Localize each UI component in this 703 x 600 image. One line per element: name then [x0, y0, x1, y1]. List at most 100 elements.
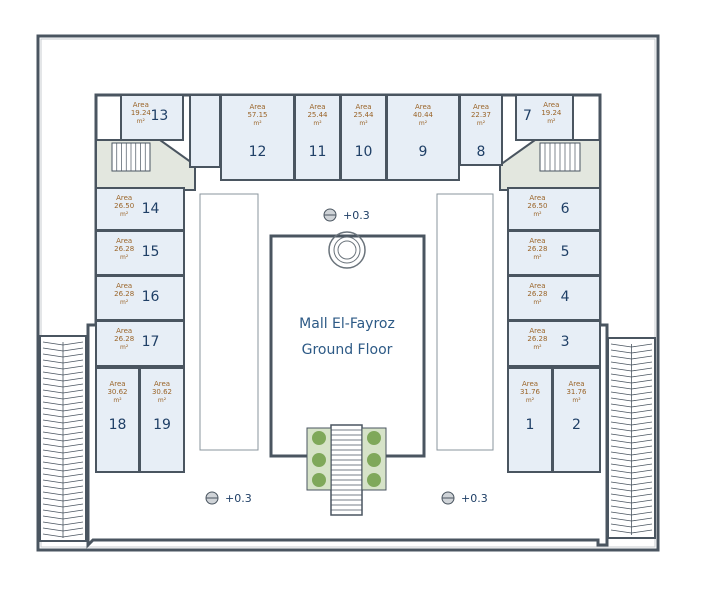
svg-text:+0.3: +0.3 — [461, 492, 488, 505]
unit-outline — [340, 94, 387, 181]
area-value: 26.50 — [114, 202, 134, 210]
unit-outline — [220, 94, 295, 181]
area-label: Area — [109, 380, 125, 388]
area-unit: m² — [359, 120, 368, 127]
unit-outline — [386, 94, 460, 181]
unit-number: 15 — [142, 244, 160, 260]
area-value: 31.76 — [566, 388, 587, 396]
unit-number: 16 — [142, 289, 160, 305]
area-label: Area — [529, 282, 545, 290]
area-label: Area — [116, 282, 132, 290]
unit-number: 13 — [151, 108, 169, 124]
unit-number: 3 — [561, 334, 570, 350]
right-ramp — [607, 337, 656, 539]
left-void — [199, 193, 259, 451]
area-value: 30.62 — [107, 388, 127, 396]
area-unit: m² — [120, 299, 129, 306]
planter — [367, 473, 381, 487]
unit-number: 2 — [572, 417, 581, 433]
unit-number: 10 — [355, 144, 373, 160]
area-unit: m² — [572, 397, 581, 404]
area-value: 57.15 — [247, 111, 267, 119]
area-value: 25.44 — [353, 111, 374, 119]
area-unit: m² — [533, 299, 542, 306]
area-value: 19.24 — [541, 109, 562, 117]
area-value: 30.62 — [152, 388, 172, 396]
area-unit: m² — [533, 254, 542, 261]
plan-title-line2: Ground Floor — [302, 342, 393, 358]
unit-outline — [139, 367, 185, 473]
right-void — [436, 193, 494, 451]
unit-number: 12 — [249, 144, 267, 160]
planter — [367, 453, 381, 467]
svg-text:+0.3: +0.3 — [225, 492, 252, 505]
unit-number: 11 — [309, 144, 327, 160]
level-marker: +0.3 — [323, 208, 370, 222]
building-outline — [86, 93, 609, 549]
left-ramp — [39, 335, 87, 542]
area-label: Area — [116, 194, 132, 202]
unit-number: 6 — [561, 201, 570, 217]
area-unit: m² — [533, 211, 542, 218]
area-label: Area — [568, 380, 584, 388]
unit-outline — [459, 94, 503, 166]
area-unit: m² — [113, 397, 122, 404]
unit-number: 4 — [561, 289, 570, 305]
area-label: Area — [522, 380, 538, 388]
area-value: 26.28 — [527, 290, 547, 298]
unit-outline — [507, 320, 601, 367]
area-label: Area — [529, 327, 545, 335]
area-label: Area — [355, 103, 371, 111]
area-value: 40.44 — [413, 111, 434, 119]
area-unit: m² — [547, 118, 556, 125]
area-label: Area — [543, 101, 559, 109]
unit-outline — [95, 187, 185, 231]
area-value: 26.50 — [527, 202, 547, 210]
unit-number: 8 — [477, 144, 486, 160]
area-label: Area — [116, 327, 132, 335]
unit-number: 18 — [109, 417, 127, 433]
area-label: Area — [133, 101, 149, 109]
area-label: Area — [116, 237, 132, 245]
area-value: 26.28 — [527, 335, 547, 343]
area-unit: m² — [137, 118, 146, 125]
area-unit: m² — [533, 344, 542, 351]
area-unit: m² — [313, 120, 322, 127]
area-value: 26.28 — [527, 245, 547, 253]
unit-outline — [95, 320, 185, 367]
unit-number: 9 — [419, 144, 428, 160]
area-label: Area — [154, 380, 170, 388]
area-value: 22.37 — [471, 111, 491, 119]
area-label: Area — [529, 237, 545, 245]
area-unit: m² — [158, 397, 167, 404]
area-value: 25.44 — [307, 111, 328, 119]
unit-outline — [294, 94, 341, 181]
level-marker: +0.3 — [205, 491, 252, 505]
unit-outline — [507, 367, 553, 473]
unit-number: 14 — [142, 201, 160, 217]
unit-outline — [120, 94, 184, 141]
service-room — [189, 94, 221, 168]
unit-outline — [507, 230, 601, 276]
area-label: Area — [249, 103, 265, 111]
